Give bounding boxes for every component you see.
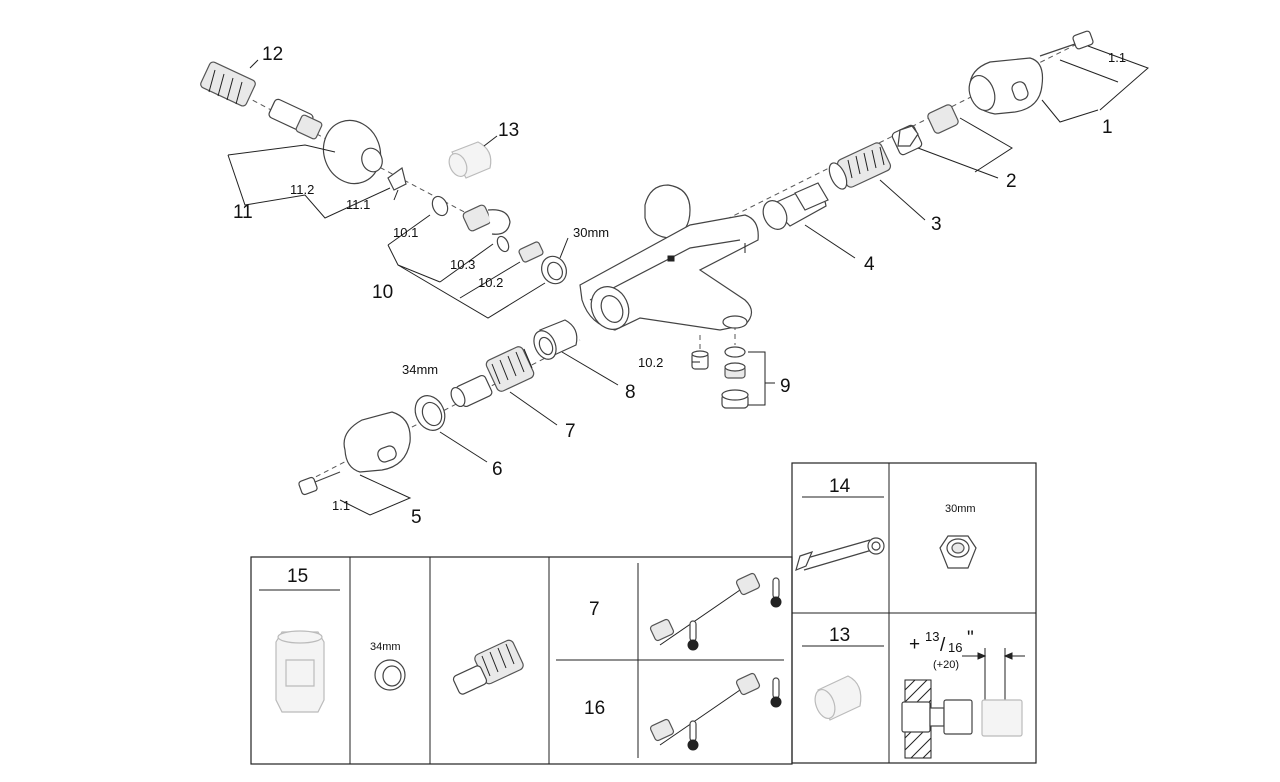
thermometer-icon [770,577,782,608]
thermometer-icon [770,677,782,708]
callout-6: 6 [492,459,503,480]
cartridge-3 [828,142,892,190]
union-10 [431,195,567,285]
adapter-12 [200,61,323,140]
adapter-13 [448,141,492,179]
cap-left [298,411,411,496]
nut-size: 30mm [945,503,976,515]
nut-icon [939,535,977,569]
callout-7: 7 [565,421,576,442]
callout-10-3: 10.3 [450,257,475,272]
callout-11-2: 11.2 [290,182,314,197]
callout-11: 11 [233,202,253,223]
spindle-7 [450,346,535,408]
row-7-diagram [649,572,782,651]
tool-panel: 14 30mm 13 + 13 / 16 " (+20) [791,462,1037,764]
callout-4: 4 [864,254,875,275]
callout-9-10-2: 10.2 [638,355,663,370]
callout-3: 3 [931,214,942,235]
callout-10-2: 10.2 [478,275,503,290]
dim-inch: " [967,628,974,649]
adapter-13-icon [814,675,862,721]
wrench-icon [795,537,885,572]
ring-6 [414,395,446,431]
spindle-spare-icon [452,639,524,695]
ring-34mm-icon [374,659,406,691]
spare-ring-size: 34mm [370,641,401,653]
tool-13-label: 13 [829,625,850,646]
row-16-label: 16 [584,698,605,719]
dim-plus: + [909,634,920,655]
thermostat-body [579,184,759,331]
callout-10: 10 [372,282,393,303]
dim-mm: (+20) [933,659,959,671]
exploded-view: 1 1.1 2 3 4 5 1.1 6 34mm 7 8 9 10.2 10 1… [200,30,1149,528]
row-7-label: 7 [589,599,600,620]
callout-6-size: 34mm [402,362,438,377]
tool-15-icon [275,630,325,713]
tool-14-label: 14 [829,476,851,497]
callout-13: 13 [498,120,519,141]
callout-5-1-1: 1.1 [332,498,350,513]
ring-8 [533,319,578,360]
callout-8: 8 [625,382,636,403]
sleeve-4 [762,182,829,230]
callout-1-1-top: 1.1 [1108,50,1126,65]
callout-12: 12 [262,44,283,65]
callout-10-1: 10.1 [393,225,418,240]
callout-11-1: 11.1 [346,197,370,212]
dim-numerator: 13 [925,629,939,644]
adapter-2 [891,104,959,156]
callout-2: 2 [1006,171,1017,192]
cap-right [968,30,1094,115]
spare-15-label: 15 [287,566,308,587]
callout-10-nut: 30mm [573,225,609,240]
svg-text:/: / [940,635,946,656]
callout-9: 9 [780,376,791,397]
aerator-9 [691,346,749,409]
thermometer-icon [687,720,699,751]
callout-5: 5 [411,507,422,528]
escutcheon-11 [322,119,407,201]
dim-denominator: 16 [948,640,962,655]
callout-1: 1 [1102,117,1113,138]
spare-panel: 15 34mm 7 [250,556,793,765]
row-16-diagram [649,672,782,751]
thermometer-icon [687,620,699,651]
dimension-diagram: + 13 / 16 " (+20) [901,628,1025,759]
